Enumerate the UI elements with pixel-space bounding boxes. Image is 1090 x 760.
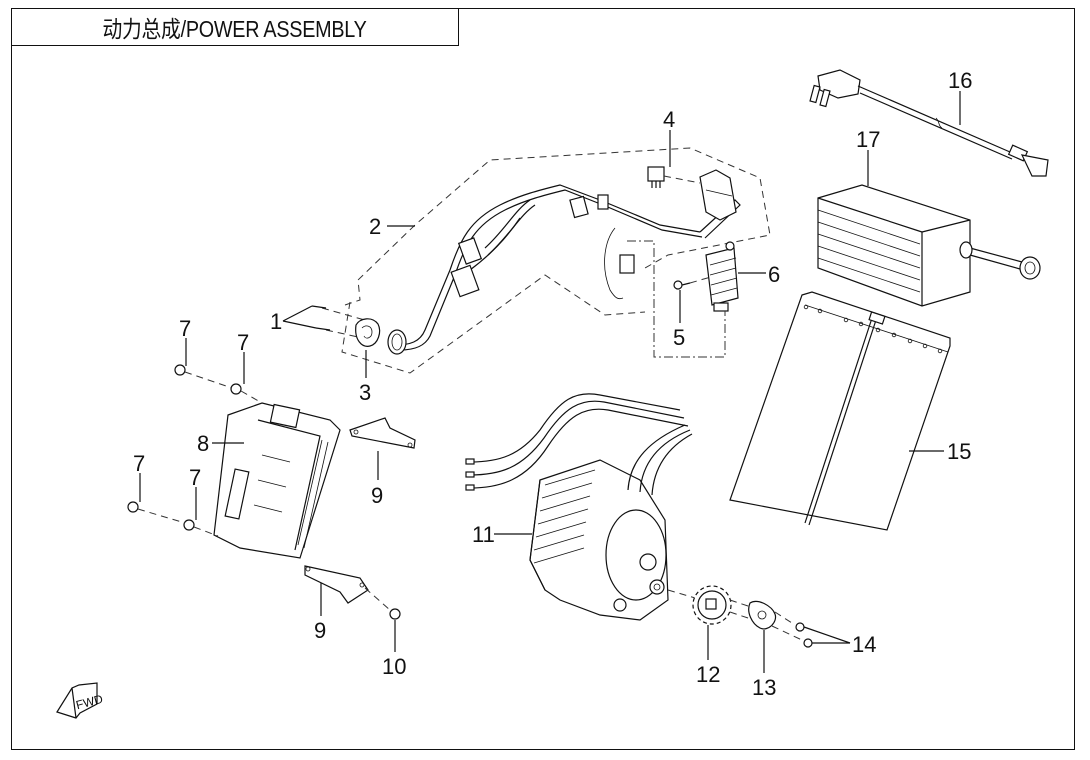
- forward-arrow-icon: FWD: [56, 682, 105, 719]
- callout-7b: 7: [237, 330, 249, 355]
- callout-1: 1: [270, 309, 282, 334]
- title-box: 动力总成/POWER ASSEMBLY: [11, 8, 459, 46]
- sprocket-assembly: [667, 585, 813, 648]
- callout-7d: 7: [189, 465, 201, 490]
- callout-3: 3: [359, 380, 371, 405]
- callout-7c: 7: [133, 451, 145, 476]
- callout-2: 2: [369, 214, 381, 239]
- callout-16: 16: [948, 68, 972, 93]
- callout-13: 13: [752, 675, 776, 700]
- regulator-assembly: [627, 240, 739, 358]
- callout-9b: 9: [314, 618, 326, 643]
- fwd-label: FWD: [74, 692, 104, 713]
- page-title: 动力总成/POWER ASSEMBLY: [102, 15, 367, 42]
- callout-8: 8: [197, 431, 209, 456]
- charger-power-cord: [809, 69, 1049, 177]
- callout-12: 12: [696, 662, 720, 687]
- harness-boundary: [341, 147, 771, 374]
- callout-4: 4: [663, 107, 675, 132]
- callout-6: 6: [768, 262, 780, 287]
- callout-10: 10: [382, 654, 406, 679]
- wire-harness: [387, 184, 741, 355]
- motor-controller-assembly: [127, 364, 416, 620]
- callout-14: 14: [852, 632, 876, 657]
- harness-clamp-and-bolts: [311, 305, 381, 347]
- callout-15: 15: [947, 439, 971, 464]
- battery-pack: [729, 291, 951, 531]
- electric-motor: [465, 393, 693, 621]
- callout-numbers: 1 2 3 4 5 6 7 7 7 7 8 9 9 10 11 12 13 14…: [133, 68, 972, 700]
- battery-charger: [817, 184, 1041, 307]
- callout-5: 5: [673, 325, 685, 350]
- diagram-frame: [11, 8, 1075, 750]
- callout-17: 17: [856, 127, 880, 152]
- callout-7a: 7: [179, 316, 191, 341]
- callout-9a: 9: [371, 483, 383, 508]
- relay: [647, 166, 737, 221]
- leader-lines: [139, 91, 961, 673]
- callout-11: 11: [472, 522, 495, 547]
